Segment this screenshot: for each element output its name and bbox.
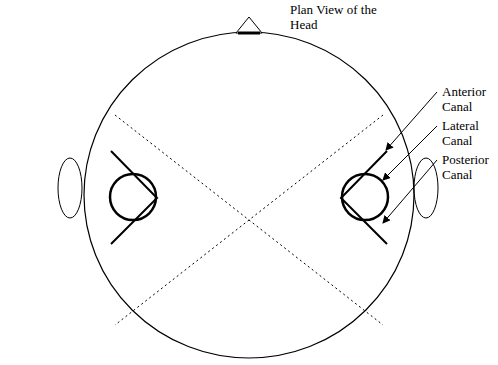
leader-line — [383, 126, 437, 180]
part-label: Posterior Canal — [442, 152, 494, 182]
canal-plane-line — [115, 115, 383, 325]
left-ear — [58, 158, 82, 218]
part-label: Lateral Canal — [442, 118, 494, 148]
leader-line — [383, 160, 437, 223]
nose-marker — [236, 17, 262, 33]
vertical-canals — [341, 151, 387, 244]
right-ear — [414, 158, 438, 218]
lateral-canal — [110, 174, 156, 220]
diagram-title: Plan View of the Head — [290, 2, 390, 32]
head-outline — [84, 32, 414, 358]
vertical-canals — [111, 151, 157, 244]
nose-base — [238, 32, 260, 35]
canal-plane-line — [115, 115, 383, 325]
part-label: Anterior Canal — [442, 84, 494, 114]
lateral-canal — [342, 174, 388, 220]
leader-line — [386, 92, 437, 150]
